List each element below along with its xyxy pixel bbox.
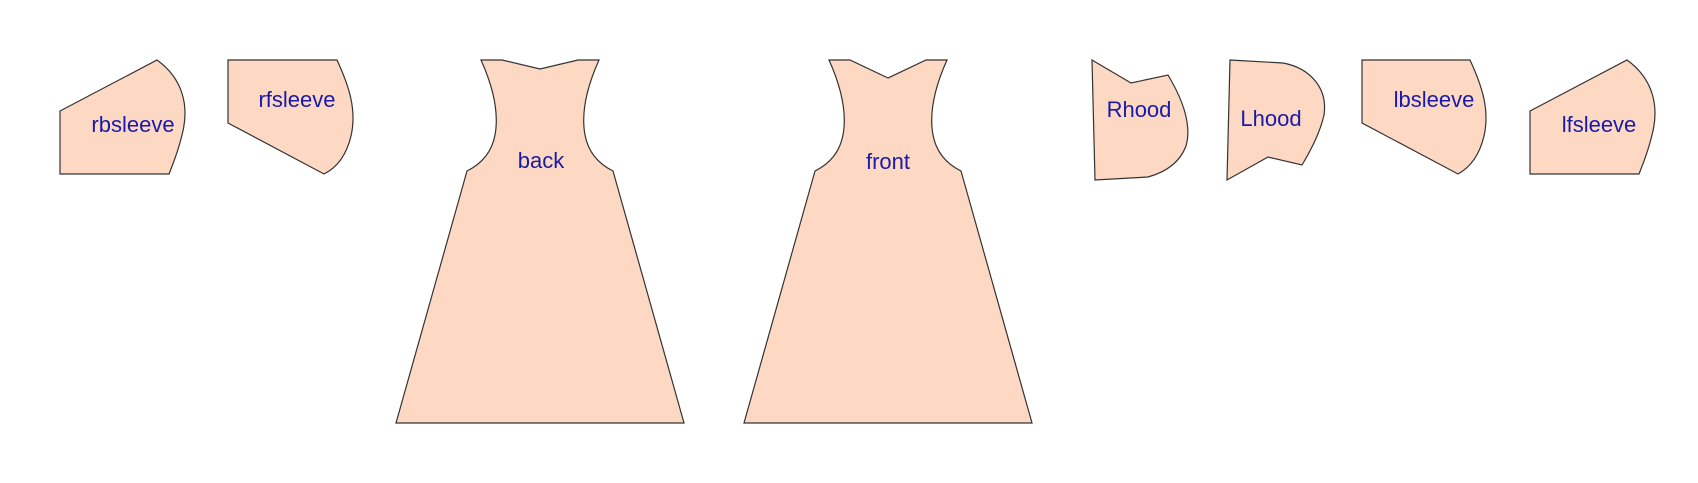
piece-front: front (743, 59, 1033, 424)
piece-lfsleeve-label: lfsleeve (1562, 112, 1637, 137)
piece-lfsleeve: lfsleeve (1529, 59, 1656, 175)
piece-rhood-label: Rhood (1107, 97, 1172, 122)
piece-rhood: Rhood (1091, 58, 1189, 181)
piece-lhood-label: Lhood (1240, 106, 1301, 131)
piece-rfsleeve: rfsleeve (227, 59, 354, 175)
piece-front-shape (743, 59, 1033, 424)
piece-back-shape (395, 59, 685, 424)
piece-rbsleeve: rbsleeve (59, 59, 186, 175)
piece-rfsleeve-label: rfsleeve (258, 87, 335, 112)
piece-lhood-shape (1226, 59, 1326, 182)
piece-lbsleeve-label: lbsleeve (1394, 87, 1475, 112)
piece-lbsleeve: lbsleeve (1361, 59, 1487, 175)
piece-lfsleeve-shape (1529, 59, 1656, 175)
piece-lbsleeve-shape (1361, 59, 1487, 175)
piece-rbsleeve-label: rbsleeve (91, 112, 174, 137)
piece-rhood-shape (1091, 58, 1189, 181)
piece-lhood: Lhood (1226, 59, 1326, 182)
piece-rbsleeve-shape (59, 59, 186, 175)
piece-front-label: front (866, 149, 910, 174)
piece-back-label: back (518, 148, 565, 173)
piece-rfsleeve-shape (227, 59, 354, 175)
piece-back: back (395, 59, 685, 424)
